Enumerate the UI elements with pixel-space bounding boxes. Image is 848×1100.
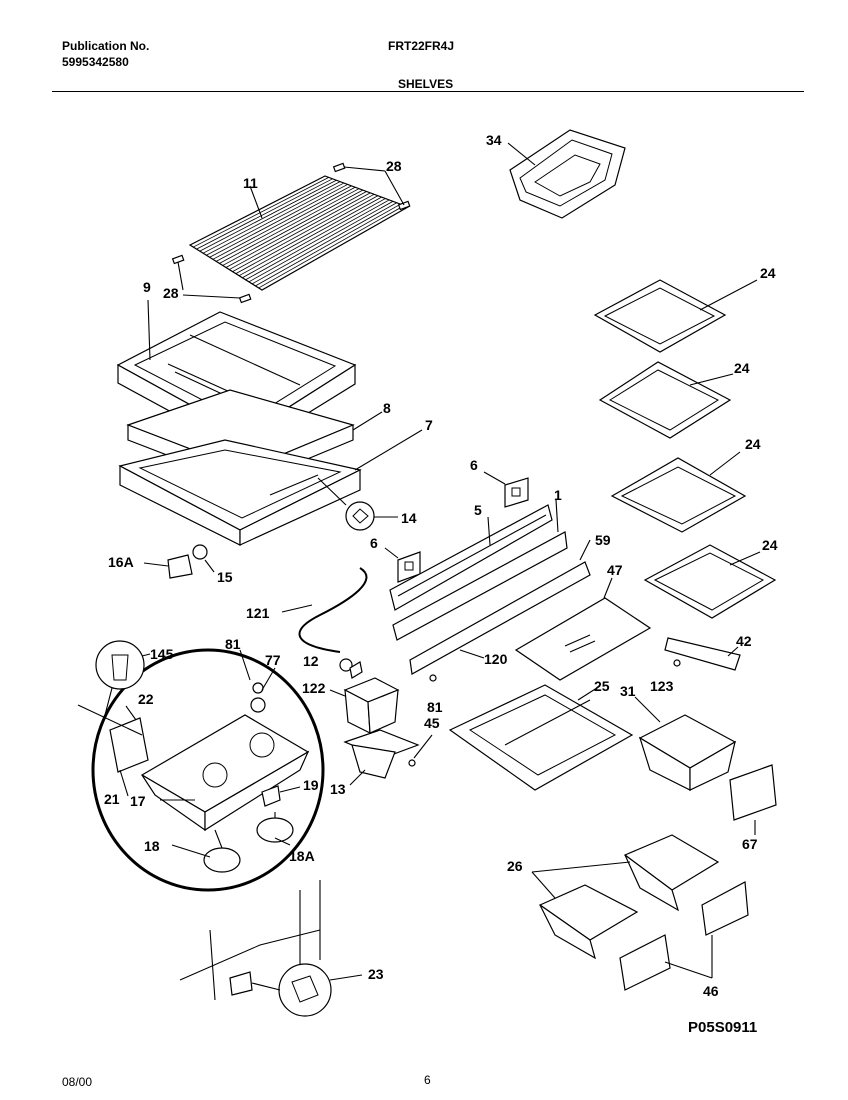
label-18a: 18A [289,848,315,864]
part-25-crisper-cover [448,684,634,791]
label-81-lower: 81 [427,699,443,715]
label-12: 12 [303,653,319,669]
part-145-detail [95,640,151,716]
label-122: 122 [302,680,326,696]
wire-rod [248,201,394,283]
part-23-cabinet-detail [179,880,363,1017]
label-46: 46 [703,983,719,999]
wire-rod [209,184,348,258]
wire-rod [215,186,356,262]
label-28-bottom: 28 [163,285,179,301]
label-24-c: 24 [745,436,761,452]
label-45: 45 [424,715,440,731]
part-28-end-caps [171,162,411,304]
model-number: FRT22FR4J [388,39,455,53]
label-18: 18 [144,838,160,854]
label-28-top: 28 [386,158,402,174]
part-123-81-screws [408,659,681,767]
label-34: 34 [486,132,502,148]
wire-rod [238,196,382,277]
label-22: 22 [138,691,154,707]
wire-rod [202,181,341,254]
label-25: 25 [594,678,610,694]
label-13: 13 [330,781,346,797]
label-1: 1 [554,487,562,503]
wire-rod [245,199,390,281]
wire-rod [193,177,329,248]
label-16a: 16A [108,554,134,570]
part-34-basket [507,129,626,219]
label-31: 31 [620,683,636,699]
label-21: 21 [104,791,120,807]
part-46-pan-fronts [619,881,749,991]
wire-rod [255,203,401,287]
drawing-code: P05S0911 [688,1019,758,1036]
part-24-glass-shelves [593,279,777,619]
label-8: 8 [383,400,391,416]
part-67-pan-front [729,764,777,835]
part-14-clip [317,477,398,531]
label-6-upper: 6 [470,457,478,473]
wire-rod [229,192,371,270]
wire-rod [242,198,386,279]
label-120: 120 [484,651,508,667]
label-47: 47 [607,562,623,578]
part-31-pan [634,696,737,791]
part-42-rail [664,637,741,671]
label-17: 17 [130,793,146,809]
part-121-tube [281,567,368,653]
wire-rod [235,195,379,274]
header-rule [52,91,804,92]
part-5-1-rails [389,499,568,641]
part-7-shelf-base [118,429,423,546]
label-81-upper: 81 [225,636,241,652]
label-6-lower: 6 [370,535,378,551]
label-77: 77 [265,652,281,668]
footer-date: 08/00 [62,1075,93,1089]
page-number: 6 [424,1073,431,1087]
label-7: 7 [425,417,433,433]
wire-rod [258,205,405,289]
label-123: 123 [650,678,674,694]
label-24-d: 24 [762,537,778,553]
section-title: SHELVES [398,77,454,91]
label-9: 9 [143,279,151,295]
part-15-16a-fastener [143,544,215,579]
label-24-b: 24 [734,360,750,376]
label-26: 26 [507,858,523,874]
part-122-13-dispenser [329,677,433,786]
label-24-a: 24 [760,265,776,281]
wire-rod [225,191,367,268]
part-47-glass [514,577,652,681]
wire-rod [212,185,352,260]
label-14: 14 [401,510,417,526]
detail-view-circle [77,648,325,892]
label-5: 5 [474,502,482,518]
part-26-pans [531,834,720,960]
label-42: 42 [736,633,752,649]
label-19: 19 [303,777,319,793]
part-11-wire-shelf [188,175,410,291]
part-59-120-rails [409,539,591,675]
wire-rod [251,202,397,285]
label-59: 59 [595,532,611,548]
label-23: 23 [368,966,384,982]
wire-rod [199,179,337,252]
wire-rod [219,188,360,264]
label-15: 15 [217,569,233,585]
publication-label: Publication No. [62,39,150,53]
wire-rod [206,182,345,256]
wire-rod [232,193,375,272]
label-67: 67 [742,836,758,852]
label-11: 11 [243,175,258,191]
publication-number: 5995342580 [62,55,129,69]
part-12-fitting [339,658,363,679]
label-121: 121 [246,605,270,621]
wire-rod [196,178,333,250]
wire-rod [222,189,363,266]
label-145: 145 [150,646,174,662]
